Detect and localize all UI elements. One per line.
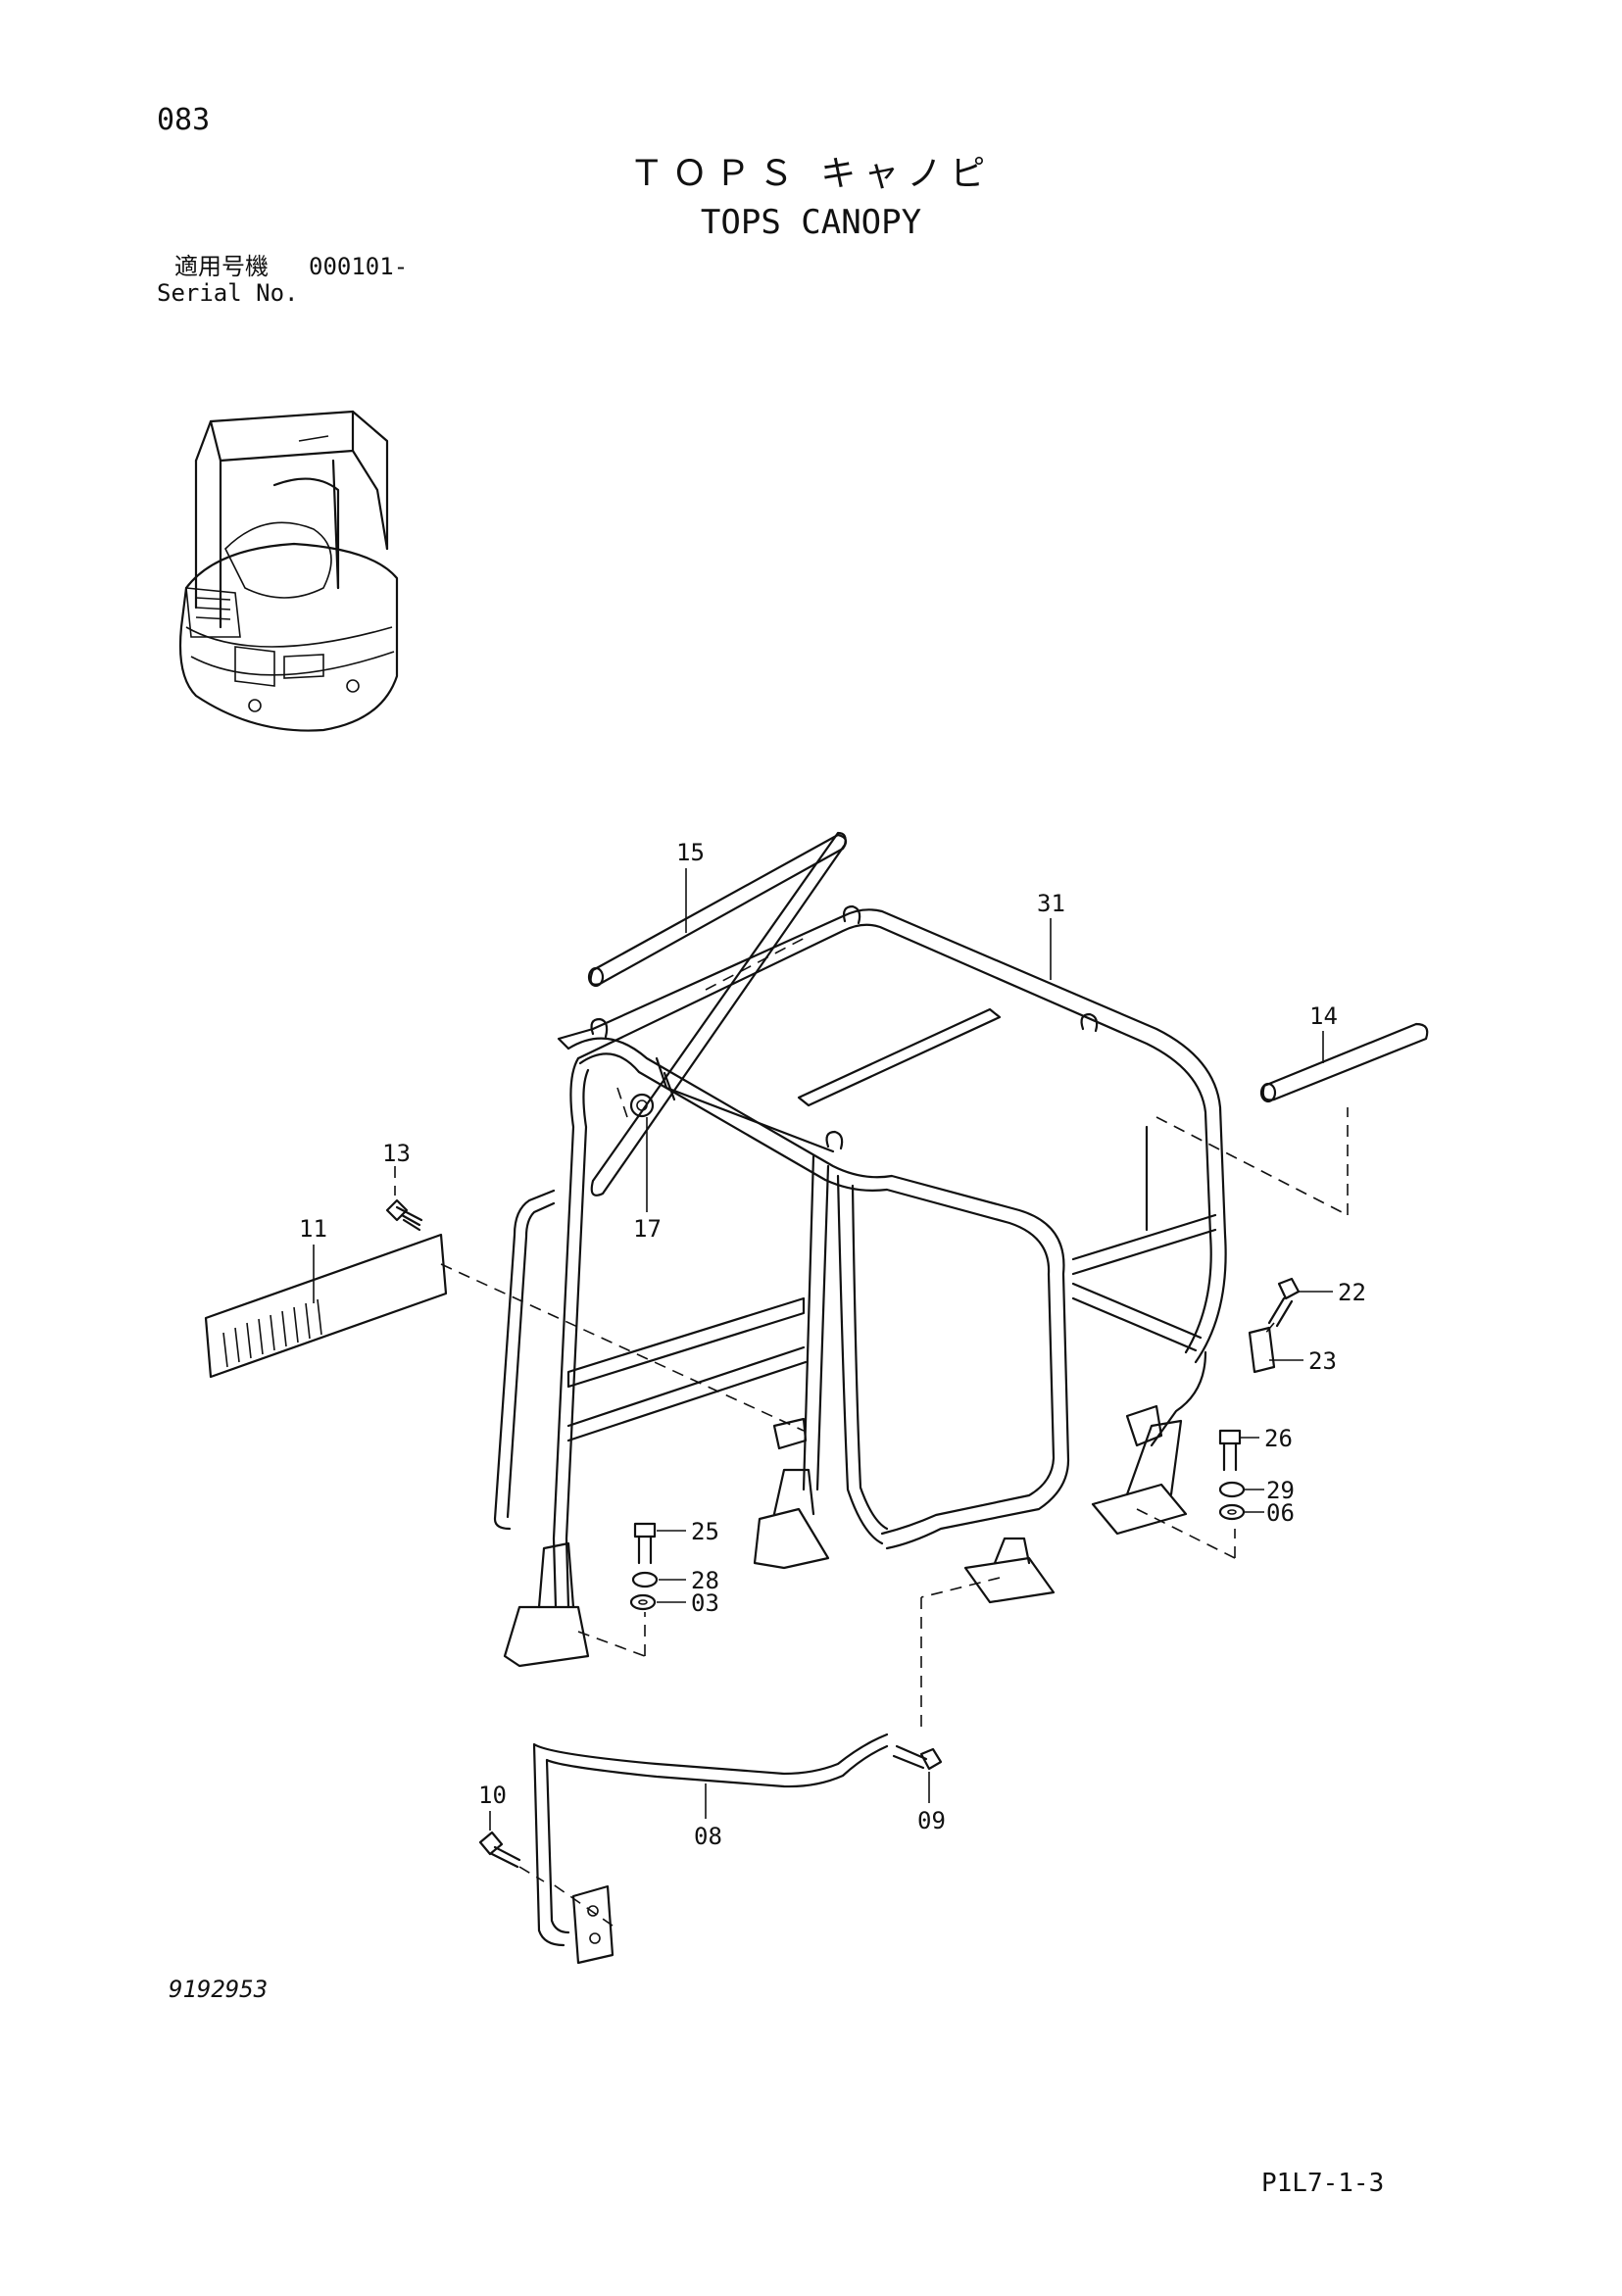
callout-15: 15	[676, 839, 705, 866]
callout-31: 31	[1037, 890, 1065, 917]
page-number: 083	[157, 103, 211, 137]
callout-08: 08	[694, 1823, 722, 1850]
callout-26: 26	[1264, 1425, 1293, 1452]
leader-lines	[313, 868, 1349, 1927]
canopy-frame-icon	[493, 904, 1227, 1668]
callout-14: 14	[1309, 1002, 1338, 1030]
page-title-en: TOPS CANOPY	[700, 203, 922, 242]
handrail-icon	[532, 1733, 889, 1965]
drawing-number: 9192953	[169, 1976, 269, 2003]
pad-14-icon	[1259, 1022, 1429, 1103]
page-code: P1L7-1-3	[1261, 2169, 1385, 2198]
callout-22: 22	[1338, 1279, 1366, 1306]
page-title-jp: ＴＯＰＳ キャノピ	[628, 154, 994, 194]
serial-value: 000101-	[309, 253, 409, 280]
callout-labels: 15 31 14 13 11 17 22 23 26 29 06 25 28 0…	[299, 839, 1366, 1850]
callout-06: 06	[1266, 1499, 1295, 1527]
callout-13: 13	[382, 1140, 411, 1167]
callout-09: 09	[917, 1807, 946, 1834]
callout-29: 29	[1266, 1477, 1295, 1504]
callout-28: 28	[691, 1567, 719, 1594]
washer-icon	[629, 1481, 1246, 1611]
serial-label-jp: 適用号機	[174, 253, 269, 280]
callout-11: 11	[299, 1215, 327, 1243]
panel-icon	[204, 1233, 448, 1379]
pad-15-icon	[587, 831, 848, 1197]
callout-10: 10	[478, 1782, 507, 1809]
callout-17: 17	[633, 1215, 662, 1243]
bolt-icon	[385, 1198, 1301, 1869]
callout-03: 03	[691, 1589, 719, 1617]
serial-label-en: Serial No.	[157, 279, 299, 307]
excavator-overview-icon	[178, 410, 399, 732]
callout-23: 23	[1308, 1347, 1337, 1375]
callout-25: 25	[691, 1518, 719, 1545]
